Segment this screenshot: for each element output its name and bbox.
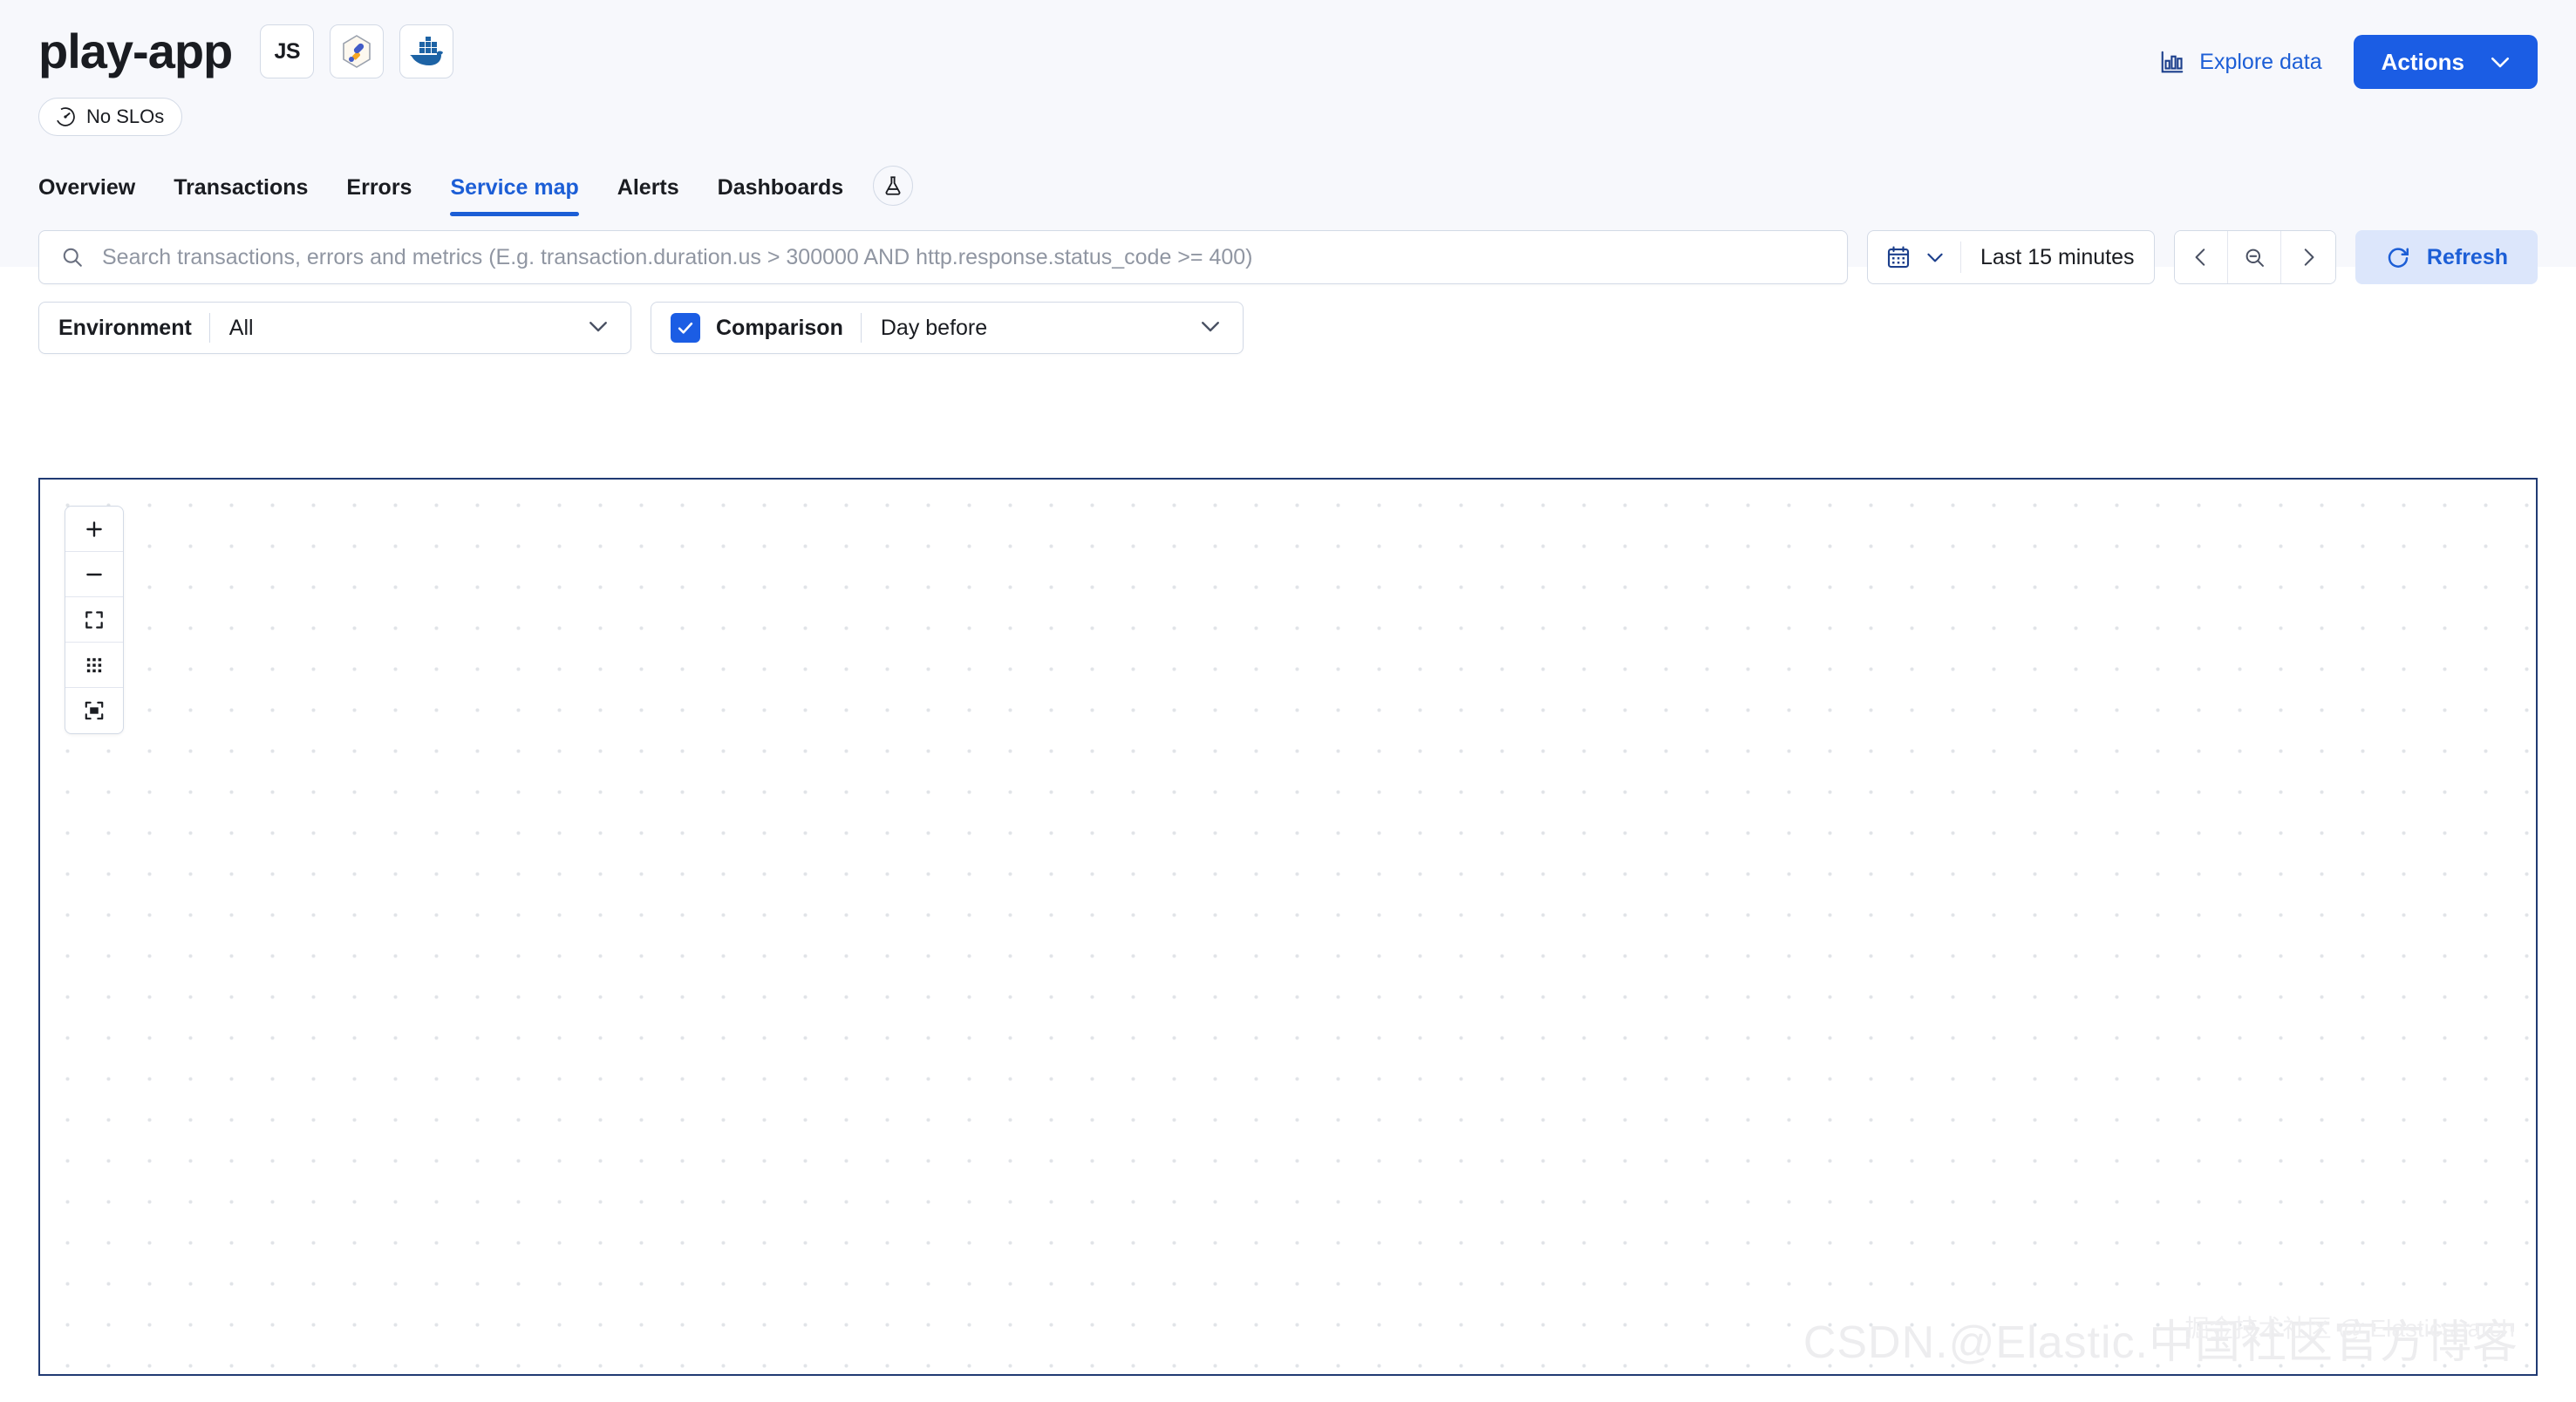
header-actions: Explore data Actions [2159, 35, 2538, 89]
zoom-out-time-button[interactable] [2227, 231, 2282, 283]
search-placeholder-text: Search transactions, errors and metrics … [102, 244, 1253, 269]
explore-data-label: Explore data [2199, 49, 2322, 74]
gauge-icon [56, 107, 75, 126]
chevron-down-icon [1927, 253, 1943, 262]
chevron-down-icon [2491, 57, 2510, 68]
refresh-label: Refresh [2426, 244, 2508, 269]
search-input[interactable]: Search transactions, errors and metrics … [38, 230, 1848, 284]
filter-row: Environment All Comparison Day before [38, 302, 2538, 354]
tab-errors[interactable]: Errors [346, 175, 412, 200]
expand-icon [85, 610, 103, 629]
chevron-down-icon [1197, 313, 1223, 344]
environment-select[interactable]: Environment All [38, 302, 631, 354]
search-icon [63, 248, 82, 267]
refresh-button[interactable]: Refresh [2355, 230, 2538, 284]
explore-data-button[interactable]: Explore data [2159, 49, 2322, 75]
status-badge-label: No SLOs [86, 105, 165, 127]
zoom-in-button[interactable] [65, 507, 123, 552]
grid-dots-background [40, 480, 2536, 1374]
center-button[interactable] [65, 643, 123, 688]
actions-button-label: Actions [2381, 48, 2464, 75]
comparison-value: Day before [880, 315, 988, 340]
minus-icon [86, 573, 102, 575]
tech-badge-group: JS [260, 24, 454, 78]
focus-icon [85, 701, 104, 720]
fit-to-screen-button[interactable] [65, 597, 123, 643]
comparison-checkbox[interactable] [671, 313, 700, 343]
tab-service-map[interactable]: Service map [431, 175, 597, 216]
tab-bar: Overview Transactions Errors Service map… [38, 162, 2538, 216]
tab-alerts[interactable]: Alerts [617, 175, 679, 200]
chevron-left-icon [2195, 248, 2205, 266]
service-map-canvas[interactable]: JS play-app [38, 478, 2538, 1376]
comparison-select[interactable]: Comparison Day before [651, 302, 1244, 354]
divider [208, 313, 210, 343]
grid-dots-icon [86, 657, 102, 672]
date-range-label[interactable]: Last 15 minutes [1980, 244, 2135, 269]
environment-label: Environment [58, 315, 192, 340]
search-row: Search transactions, errors and metrics … [38, 230, 2538, 284]
page-header: play-app JS [0, 0, 2576, 354]
reset-view-button[interactable] [65, 688, 123, 733]
plus-icon [86, 521, 102, 537]
technical-preview-badge[interactable] [873, 166, 914, 206]
time-nav-group [2173, 230, 2336, 284]
js-agent-icon[interactable]: JS [260, 24, 315, 78]
flask-icon [885, 176, 901, 195]
chevron-down-icon [585, 313, 611, 344]
docker-icon[interactable] [399, 24, 454, 78]
page-title: play-app [38, 24, 233, 78]
zoom-out-button[interactable] [65, 552, 123, 597]
date-picker[interactable]: Last 15 minutes [1867, 230, 2155, 284]
date-quick-select[interactable] [1868, 242, 1961, 273]
environment-value: All [228, 315, 254, 340]
chevron-right-icon [2304, 248, 2314, 266]
bar-chart-icon [2161, 51, 2184, 73]
js-agent-label: JS [274, 38, 301, 64]
map-controls [65, 506, 124, 734]
status-badge[interactable]: No SLOs [38, 98, 183, 136]
previous-time-button[interactable] [2174, 231, 2228, 283]
check-icon [678, 322, 693, 334]
magnifier-minus-icon [2245, 248, 2264, 267]
calendar-icon [1887, 246, 1910, 269]
tab-overview[interactable]: Overview [38, 175, 136, 200]
tab-dashboards[interactable]: Dashboards [717, 175, 844, 200]
title-row: play-app JS [38, 24, 2538, 78]
comparison-label: Comparison [716, 315, 843, 340]
next-time-button[interactable] [2281, 231, 2335, 283]
divider [860, 313, 862, 343]
tab-transactions[interactable]: Transactions [174, 175, 309, 200]
refresh-icon [2388, 248, 2409, 268]
opentelemetry-icon[interactable] [330, 24, 385, 78]
actions-button[interactable]: Actions [2353, 35, 2538, 89]
